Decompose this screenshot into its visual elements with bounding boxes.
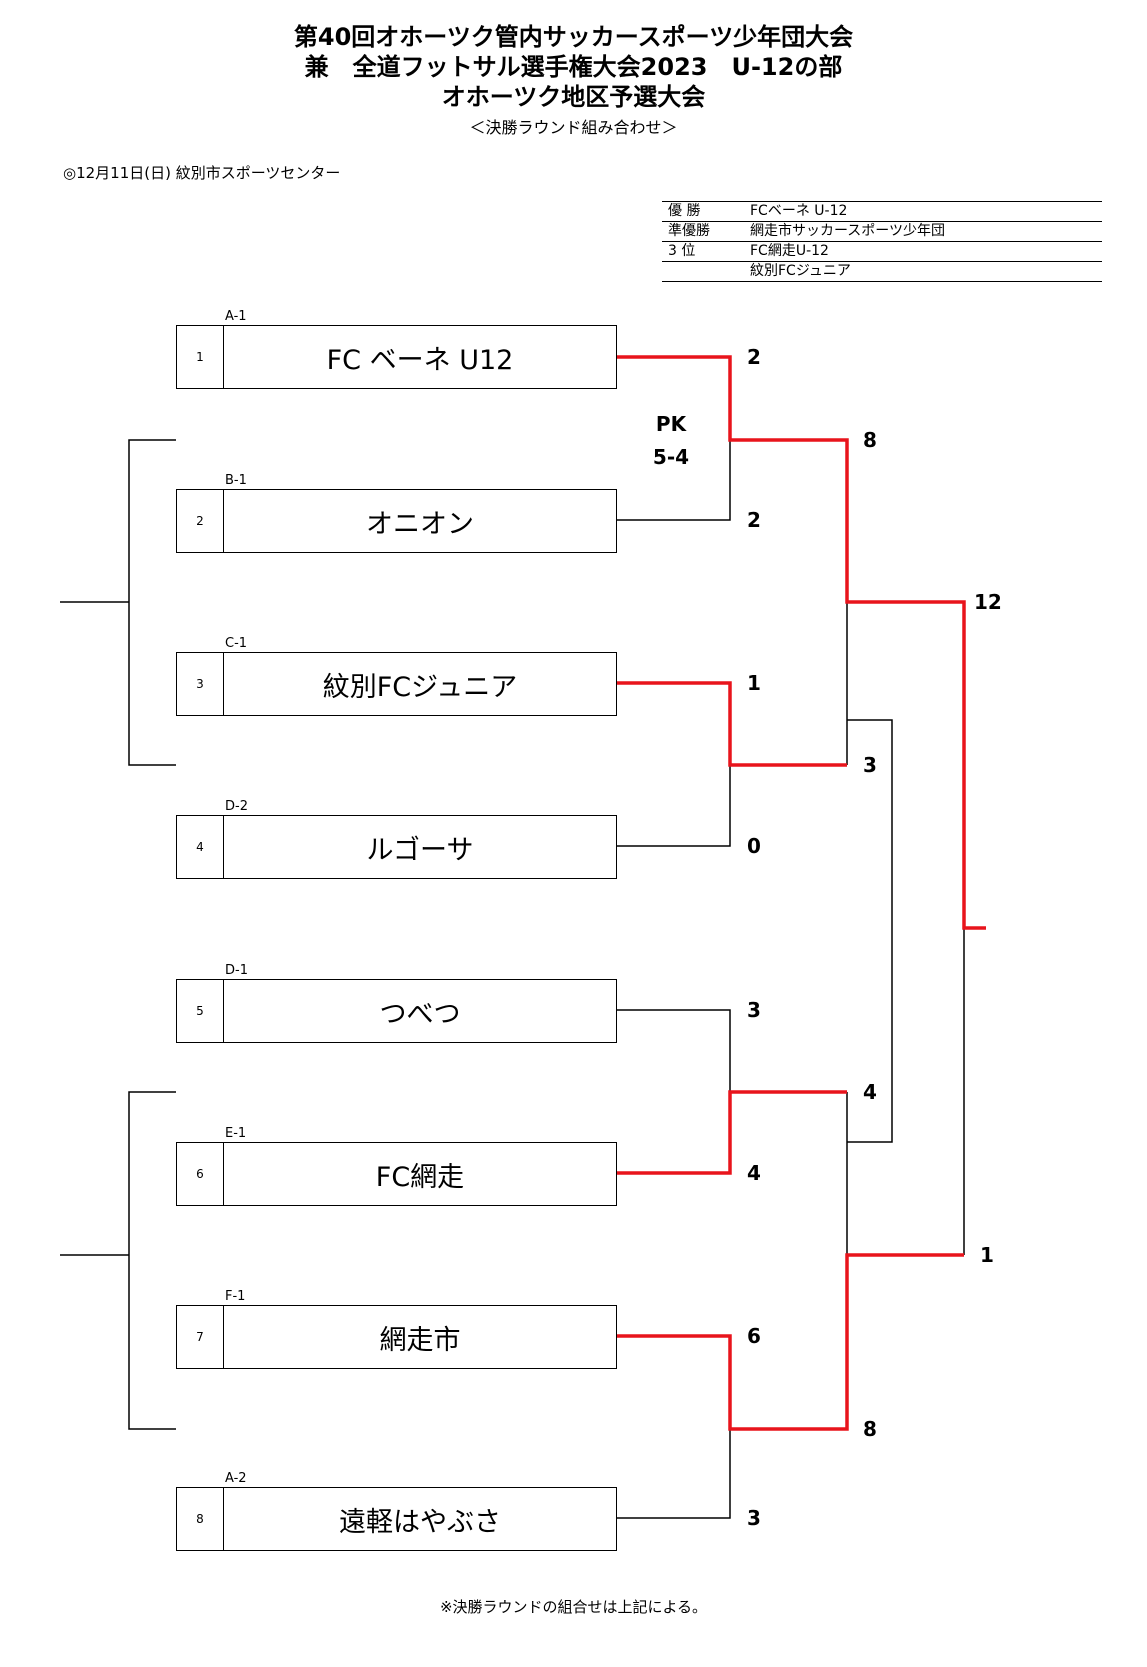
results-row: 優 勝 FCベーネ U-12 [662,201,1102,222]
seed-number: 5 [177,980,224,1042]
seed-number: 8 [177,1488,224,1550]
results-rank: 3 位 [668,243,696,259]
team-box: 2 オニオン [176,489,617,553]
results-team: 紋別FCジュニア [750,263,851,279]
seed-number: 3 [177,653,224,715]
group-label: C-1 [225,636,248,651]
winner-line [617,681,847,767]
team-name: 網走市 [379,1324,461,1356]
results-team: FCベーネ U-12 [750,203,848,219]
seed-number: 4 [177,816,224,878]
results-row: 準優勝 網走市サッカースポーツ少年団 [662,222,1102,242]
score: 3 [747,998,761,1022]
score: 4 [863,1080,877,1104]
bracket-line [617,1429,731,1519]
winner-line [617,1090,847,1175]
page-subtitle: ＜決勝ラウンド組み合わせ＞ [469,118,678,137]
winner-line [617,1253,964,1431]
team-box: 1 FC ベーネ U12 [176,325,617,389]
seed-number: 1 [177,326,224,388]
results-row: 紋別FCジュニア [662,262,1102,282]
team-box: 3 紋別FCジュニア [176,652,617,716]
seed-number: 6 [177,1143,224,1205]
score: 0 [747,834,761,858]
page-title-line3: オホーツク地区予選大会 [441,83,706,111]
footer-note: ※決勝ラウンドの組合せは上記による。 [439,1598,708,1616]
team-name: FC網走 [375,1161,465,1193]
page-title: 第40回オホーツク管内サッカースポーツ少年団大会 [293,23,854,51]
winner-line [617,355,986,930]
team-box: 6 FC網走 [176,1142,617,1206]
group-label: E-1 [225,1126,247,1141]
date-venue: ◎12月11日(日) 紋別市スポーツセンター [63,164,341,182]
team-box: 4 ルゴーサ [176,815,617,879]
score: 2 [747,345,761,369]
score: 3 [863,753,877,777]
score: 1 [747,671,761,695]
score: 12 [974,590,1002,614]
seed-number: 7 [177,1306,224,1368]
bracket-line [617,765,731,847]
group-label: B-1 [225,473,247,488]
score: 1 [980,1243,994,1267]
team-name: ルゴーサ [366,834,474,866]
team-name: 遠軽はやぶさ [339,1506,501,1538]
results-team: FC網走U-12 [750,243,829,259]
bracket-line [617,440,731,521]
score: 2 [747,508,761,532]
score: 8 [863,428,877,452]
pk-label: PK [655,412,687,436]
team-box: 8 遠軽はやぶさ [176,1487,617,1551]
bracket-line [128,1091,176,1430]
group-label: D-1 [225,963,248,978]
score: 6 [747,1324,761,1348]
bracket-line [617,1009,731,1092]
results-table: 優 勝 FCベーネ U-12 準優勝 網走市サッカースポーツ少年団 3 位 FC… [662,201,1102,282]
score: 8 [863,1417,877,1441]
pk-score: 5-4 [652,445,690,469]
group-label: D-2 [225,799,248,814]
group-label: A-1 [225,309,247,324]
seed-number: 2 [177,490,224,552]
bracket-line [128,439,176,766]
team-box: 7 網走市 [176,1305,617,1369]
results-rank: 準優勝 [668,223,710,239]
team-name: つべつ [379,998,461,1030]
group-label: A-2 [225,1471,247,1486]
results-team: 網走市サッカースポーツ少年団 [750,223,946,239]
results-rank: 優 勝 [668,203,701,219]
bracket-line [847,719,893,1143]
score: 4 [747,1161,761,1185]
page-title-line2: 兼 全道フットサル選手権大会2023 U-12の部 [304,53,843,81]
team-box: 5 つべつ [176,979,617,1043]
results-row: 3 位 FC網走U-12 [662,242,1102,262]
group-label: F-1 [225,1289,246,1304]
team-name: オニオン [366,508,474,540]
team-name: 紋別FCジュニア [322,671,518,703]
score: 3 [747,1506,761,1530]
team-name: FC ベーネ U12 [326,344,514,376]
